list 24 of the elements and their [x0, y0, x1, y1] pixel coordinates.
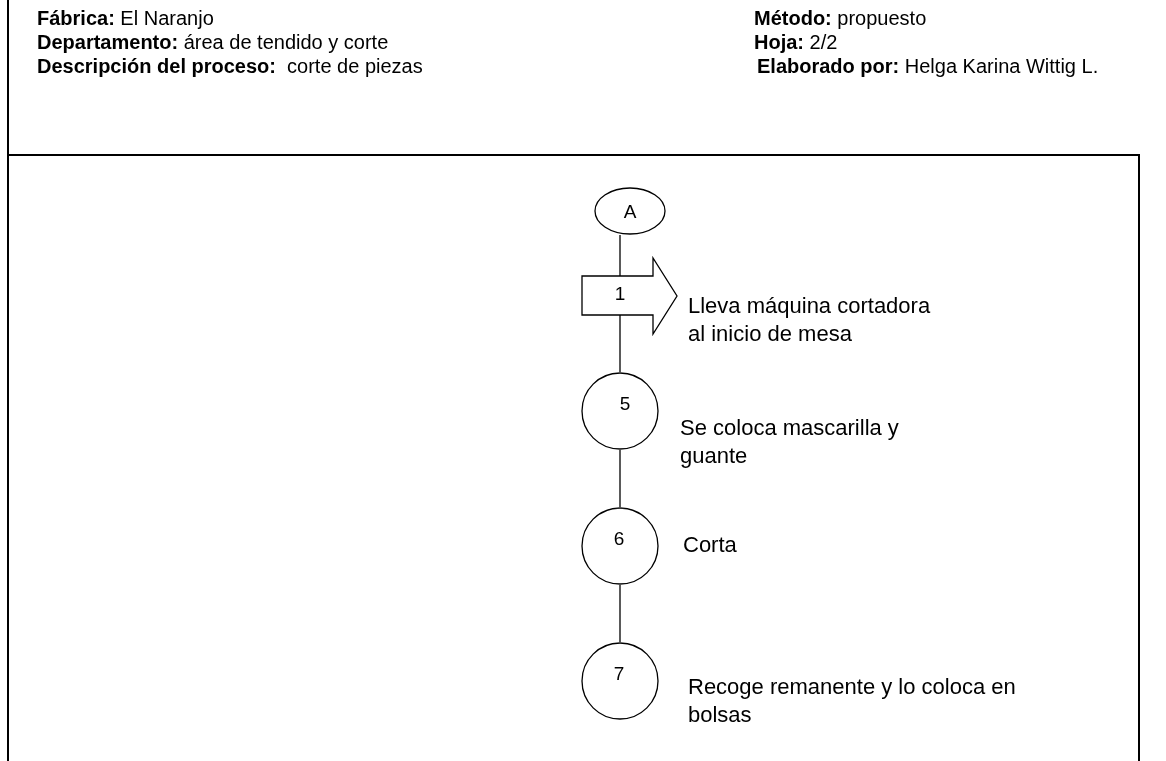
operation-circle	[581, 372, 659, 450]
step-number: 1	[614, 283, 626, 305]
connector-line	[619, 584, 621, 643]
connector-ellipse	[594, 187, 666, 235]
step-number: 6	[613, 528, 625, 550]
header-field: Hoja: 2/2	[754, 30, 838, 54]
step-description: Corta	[683, 531, 738, 559]
step-description: Se coloca mascarilla y guante	[680, 414, 900, 470]
operation-circle	[581, 507, 659, 585]
step-description: Recoge remanente y lo coloca en bolsas	[688, 673, 1017, 729]
step-number: 5	[619, 393, 631, 415]
transport-symbol	[581, 257, 678, 335]
step-description: Lleva máquina cortadora al inicio de mesa	[688, 292, 932, 348]
connector-line	[619, 234, 621, 277]
header-field: Elaborado por: Helga Karina Wittig L.	[757, 54, 1099, 78]
header-field: Fábrica: El Naranjo	[37, 6, 214, 30]
header-field: Departamento: área de tendido y corte	[37, 30, 389, 54]
step-number: A	[623, 201, 637, 223]
step-number: 7	[613, 663, 625, 685]
header-field: Método: propuesto	[754, 6, 927, 30]
connector-line	[619, 449, 621, 508]
operation-circle	[581, 642, 659, 720]
header-field: Descripción del proceso: corte de piezas	[37, 54, 423, 78]
connector-line	[619, 314, 621, 373]
